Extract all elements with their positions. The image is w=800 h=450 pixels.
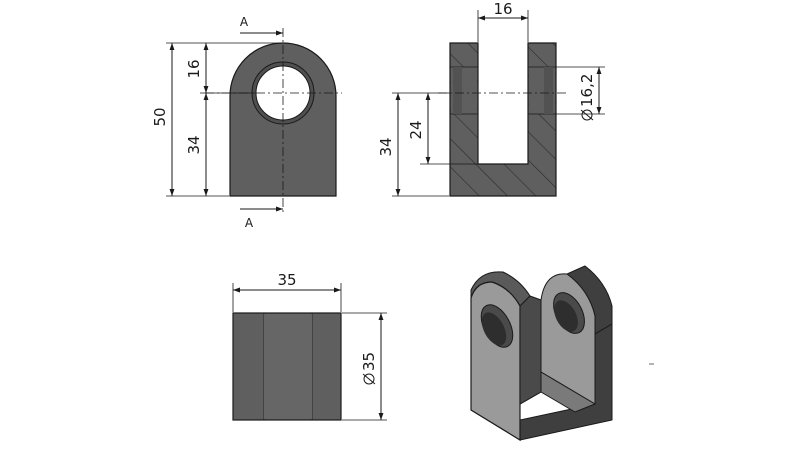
bottom-view-middle bbox=[264, 314, 312, 419]
section-label-bottom: A bbox=[245, 216, 254, 230]
front-view: A A 50 16 34 bbox=[151, 15, 342, 230]
diameter-symbol-slash bbox=[362, 373, 376, 385]
diameter-symbol-icon bbox=[581, 109, 593, 121]
diameter-symbol-slash bbox=[580, 109, 594, 121]
iso-back-hole-inner bbox=[554, 300, 578, 332]
dim-hole-diameter-group: 16,2 bbox=[578, 74, 596, 121]
dim-diameter-group: 35 bbox=[360, 352, 378, 385]
dim-width: 35 bbox=[277, 271, 296, 289]
dim-diameter: 35 bbox=[360, 352, 378, 371]
dim-top-to-center: 16 bbox=[185, 59, 203, 78]
dim-slot-width: 16 bbox=[493, 0, 512, 18]
dim-hole-diameter: 16,2 bbox=[578, 74, 596, 107]
bottom-view: 35 35 bbox=[232, 271, 387, 421]
diameter-symbol-icon bbox=[363, 373, 375, 385]
bore-shade bbox=[453, 67, 462, 114]
iso-front-side bbox=[519, 295, 542, 405]
section-label-top: A bbox=[240, 15, 249, 29]
section-view-body bbox=[449, 42, 557, 197]
dim-overall-height: 50 bbox=[151, 107, 169, 126]
iso-front-hole-inner bbox=[481, 312, 507, 346]
dim-center-to-bottom: 34 bbox=[185, 135, 203, 154]
dim-slot-depth: 24 bbox=[407, 120, 425, 139]
bore-shade bbox=[544, 67, 553, 114]
dim-center-height: 34 bbox=[377, 137, 395, 156]
isometric-view bbox=[470, 265, 654, 442]
section-view: 16 16,2 34 24 bbox=[377, 0, 605, 197]
